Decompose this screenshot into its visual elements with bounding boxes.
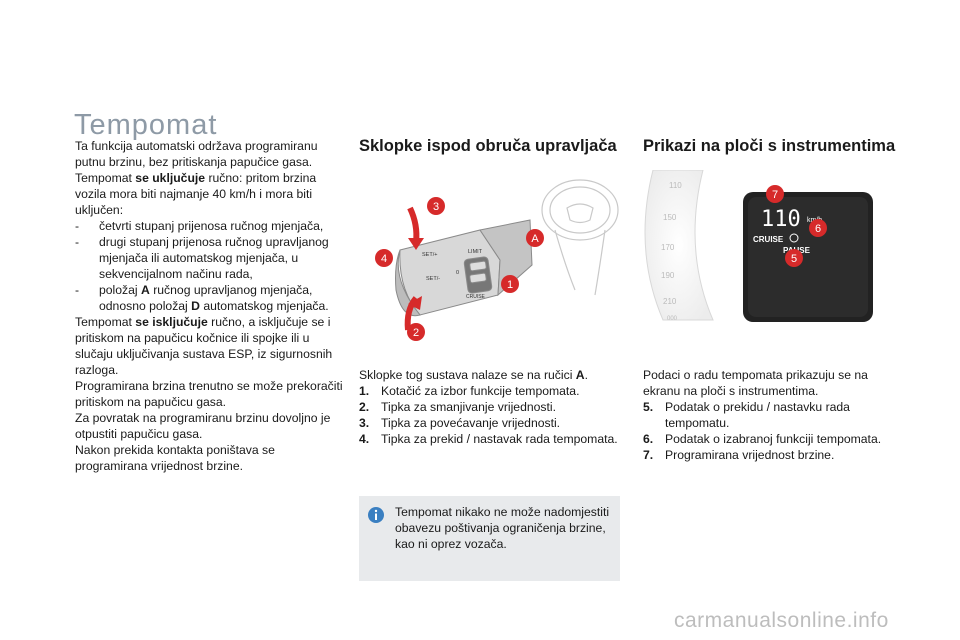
- page-title: Tempomat: [74, 109, 218, 142]
- text: ručno, a isključuje se i pritiskom na pa…: [75, 315, 333, 377]
- item-number: 3.: [359, 416, 370, 430]
- callout-4: 4: [375, 249, 393, 267]
- item-number: 7.: [643, 448, 654, 462]
- dashboard-illustration: 110 150 170 190 210 000 110 km/h CRUISE …: [644, 170, 873, 322]
- callout-number: 1: [507, 279, 513, 291]
- list-item: drugi stupanj prijenosa ručnog upravljan…: [75, 234, 350, 282]
- limit-label: LIMIT: [468, 249, 483, 255]
- dial-numbers: 110 150 170 190 210 000: [661, 181, 682, 322]
- dial-number: 170: [661, 243, 675, 252]
- item-number: 4.: [359, 432, 370, 446]
- item-number: 5.: [643, 400, 654, 414]
- disable-paragraph: Tempomat se isključuje ručno, a isključu…: [75, 314, 350, 378]
- cruise-indicator: CRUISE: [753, 235, 784, 244]
- emphasis: se isključuje: [135, 315, 208, 329]
- callout-a: A: [526, 229, 544, 247]
- callout-6: 6: [809, 219, 827, 237]
- text: Tempomat: [75, 171, 136, 185]
- callout-number: 7: [772, 189, 778, 201]
- steering-wheel-icon: [541, 179, 619, 296]
- emphasis: se uključuje: [135, 171, 206, 185]
- list-item: 5. Podatak o prekidu / nastavku rada temp…: [643, 399, 903, 431]
- callout-7: 7: [766, 185, 784, 203]
- callout-number: 6: [815, 223, 821, 235]
- list-item: 3. Tipka za povećavanje vrijednosti.: [359, 415, 621, 431]
- callout-3: 3: [427, 197, 445, 215]
- item-number: 6.: [643, 432, 654, 446]
- dial-number: 110: [669, 181, 682, 190]
- list-item: 2. Tipka za smanjivanje vrijednosti.: [359, 399, 621, 415]
- callout-number: 3: [433, 201, 439, 213]
- list-item: četvrti stupanj prijenosa ručnog mjenjač…: [75, 218, 350, 234]
- callout-5: 5: [785, 249, 803, 267]
- item-text: Tipka za prekid / nastavak rada tempomat…: [381, 432, 618, 446]
- info-icon: [368, 507, 384, 523]
- emphasis: A: [575, 368, 585, 382]
- item-number: 1.: [359, 384, 370, 398]
- reset-paragraph: Nakon prekida kontakta poništava se prog…: [75, 443, 275, 473]
- instruments-description: Podaci o radu tempomata prikazuju se na …: [643, 367, 903, 463]
- arrow-up-icon: [407, 206, 420, 243]
- item-text: Podatak o izabranoj funkciji tempomata.: [665, 432, 882, 446]
- cruise-label: CRUISE: [466, 294, 486, 300]
- arrow-head-icon: [408, 296, 422, 310]
- note-text: Tempomat nikako ne može nadomjestiti oba…: [395, 505, 610, 551]
- lever-body: [395, 219, 533, 317]
- list-item: položaj A ručnog upravljanog mjenjača, o…: [75, 282, 350, 314]
- list-item: 6. Podatak o izabranoj funkciji tempomata…: [643, 431, 903, 447]
- odometer: 000: [667, 316, 678, 322]
- section-heading-switches: Sklopke ispod obruča upravljača: [359, 137, 617, 155]
- callout-number: 4: [381, 253, 387, 265]
- item-number: 2.: [359, 400, 370, 414]
- item-text: Tipka za smanjivanje vrijednosti.: [381, 400, 556, 414]
- callout-number: 2: [413, 327, 419, 339]
- text: ručnog upravljanog mjenjača, odnosno pol…: [99, 283, 313, 313]
- intro-column: Ta funkcija automatski održava programir…: [75, 138, 350, 474]
- text: ručno: pritom brzina vozila mora biti na…: [75, 171, 317, 217]
- dial-number: 210: [663, 297, 677, 306]
- watermark: carmanualsonline.info: [674, 609, 889, 632]
- switches-description: Sklopke tog sustava nalaze se na ručici …: [359, 367, 621, 447]
- callout-2: 2: [407, 323, 425, 341]
- arrow-head-icon: [408, 238, 424, 250]
- item-text: Podatak o prekidu / nastavku rada tempom…: [665, 400, 850, 430]
- arrow-down-icon: [404, 296, 419, 331]
- text: položaj: [99, 283, 142, 297]
- set-minus-label: SET/-: [426, 276, 440, 282]
- lever-illustration: SET/+ SET/- LIMIT CRUISE 0 3 A 4 1 2: [375, 179, 619, 341]
- callout-number: 5: [791, 253, 797, 265]
- warning-note: Tempomat nikako ne može nadomjestiti oba…: [359, 496, 620, 581]
- text: Sklopke tog sustava nalaze se na ručici: [359, 368, 576, 382]
- list-item: 7. Programirana vrijednost brzine.: [643, 447, 903, 463]
- dial-number: 190: [661, 271, 675, 280]
- item-text: Tipka za povećavanje vrijednosti.: [381, 416, 561, 430]
- list-item: 4. Tipka za prekid / nastavak rada tempom…: [359, 431, 621, 447]
- section-heading-instruments: Prikazi na ploči s instrumentima: [643, 137, 896, 155]
- resume-paragraph: Za povratak na programiranu brzinu dovol…: [75, 411, 331, 441]
- text: Tempomat: [75, 315, 136, 329]
- enable-paragraph: Tempomat se uključuje ručno: pritom brzi…: [75, 170, 350, 218]
- zero-label: 0: [456, 270, 459, 276]
- text: automatskog mjenjača.: [199, 299, 329, 313]
- switches-lead: Sklopke tog sustava nalaze se na ručici …: [359, 367, 621, 383]
- intro-paragraph: Ta funkcija automatski održava programir…: [75, 139, 318, 169]
- text: .: [584, 368, 588, 382]
- item-text: Kotačić za izbor funkcije tempomata.: [381, 384, 580, 398]
- set-plus-label: SET/+: [422, 252, 437, 258]
- speedometer-dial: [644, 170, 714, 321]
- dial-number: 150: [663, 213, 677, 222]
- callout-1: 1: [501, 275, 519, 293]
- override-paragraph: Programirana brzina trenutno se može pre…: [75, 379, 343, 409]
- emphasis: A: [141, 283, 150, 297]
- cruise-icon: [789, 233, 799, 243]
- item-text: Programirana vrijednost brzine.: [665, 448, 835, 462]
- instruments-lead: Podaci o radu tempomata prikazuju se na …: [643, 368, 868, 398]
- list-item: 1. Kotačić za izbor funkcije tempomata.: [359, 383, 621, 399]
- speed-readout: 110: [761, 207, 801, 232]
- emphasis: D: [191, 299, 200, 313]
- callout-letter: A: [531, 233, 539, 245]
